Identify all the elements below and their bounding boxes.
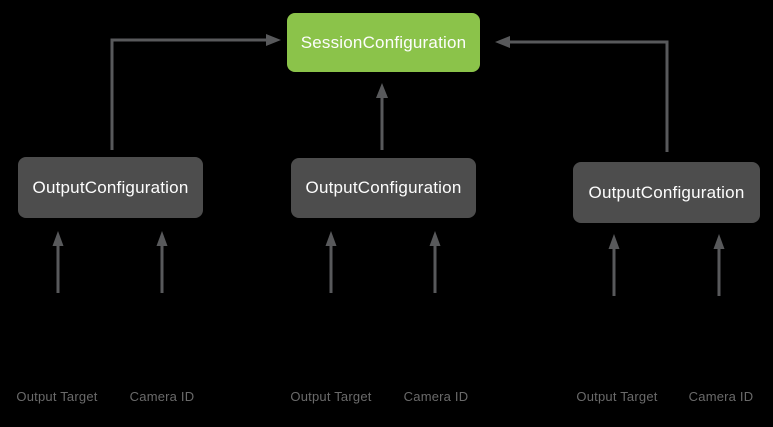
caption-camera-id-1: Camera ID [129, 389, 195, 404]
session-configuration-node: SessionConfiguration [287, 13, 480, 72]
arrowhead-left-icon [495, 36, 510, 48]
arrowhead-up-icon [52, 231, 64, 246]
output-configuration-node-1: OutputConfiguration [18, 157, 203, 218]
arrowhead-up-icon [376, 83, 388, 98]
arrowhead-right-icon [266, 34, 281, 46]
caption-output-target-1: Output Target [16, 389, 98, 404]
arrowhead-up-icon [713, 234, 725, 249]
arrowhead-up-icon [608, 234, 620, 249]
arrowhead-up-icon [156, 231, 168, 246]
caption-camera-id-3: Camera ID [688, 389, 754, 404]
output-configuration-node-2: OutputConfiguration [291, 158, 476, 218]
output-configuration-node-3: OutputConfiguration [573, 162, 760, 223]
connector-left-output-to-session [110, 38, 266, 150]
caption-output-target-3: Output Target [576, 389, 658, 404]
arrowhead-up-icon [429, 231, 441, 246]
caption-camera-id-2: Camera ID [403, 389, 469, 404]
caption-output-target-2: Output Target [290, 389, 372, 404]
connector-right-output-to-session [510, 40, 669, 152]
arrowhead-up-icon [325, 231, 337, 246]
